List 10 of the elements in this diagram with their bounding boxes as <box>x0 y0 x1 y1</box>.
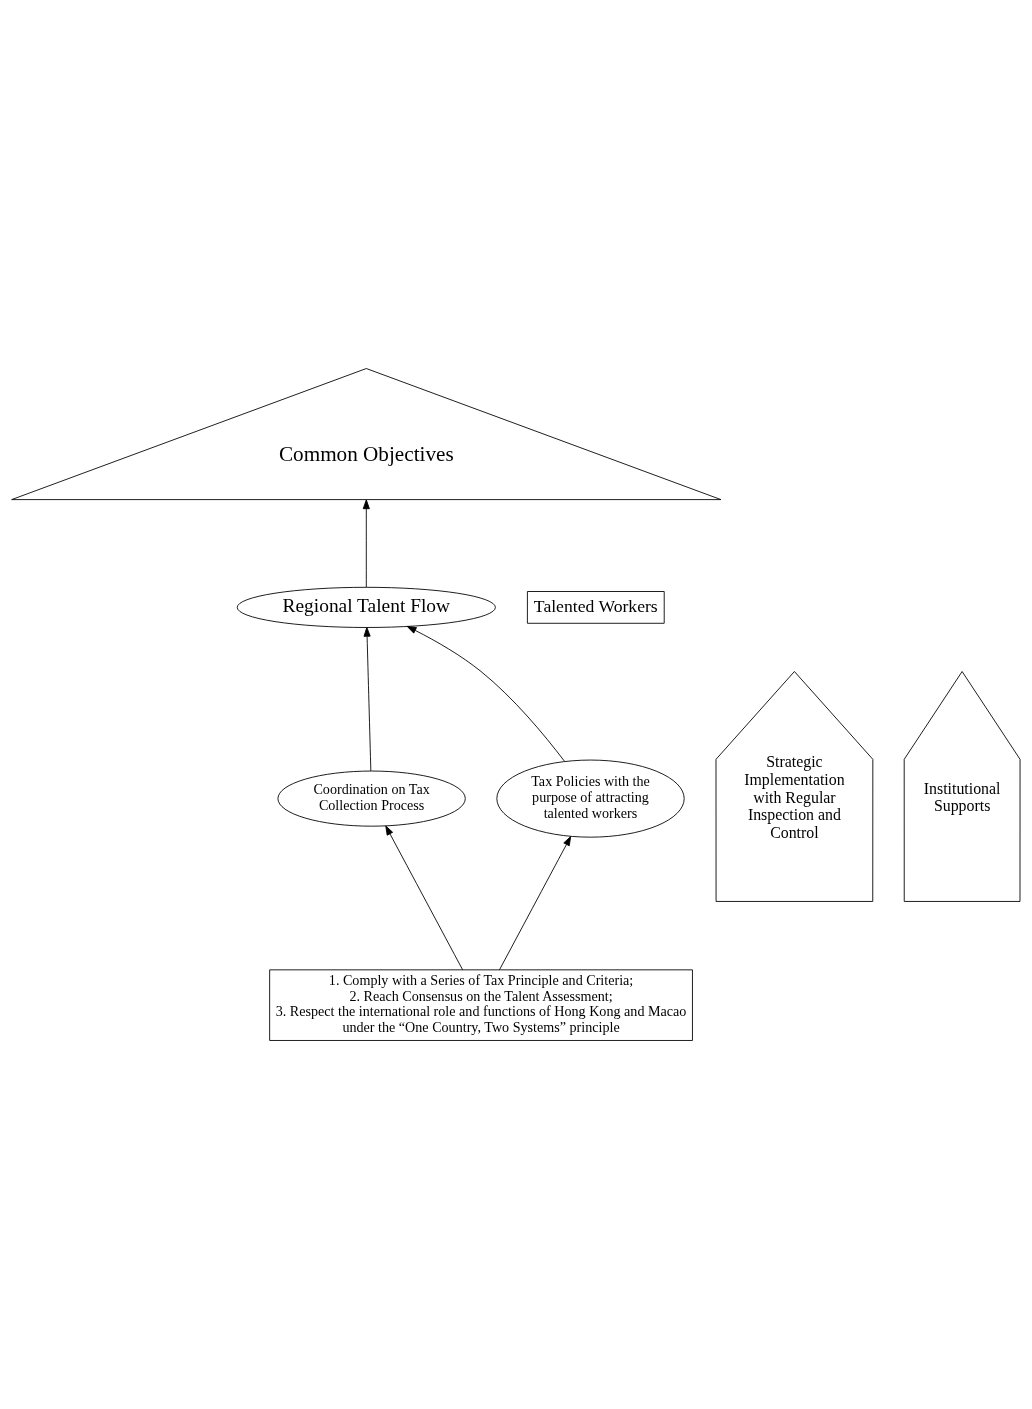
node-box: 1. Comply with a Series of Tax Principle and Criteria; 2. Reach Consensus on the Talent Assessment; 3. Respect the international role and functions of Hong Kong and Macao under the “One Country, Two Systems” principle <box>269 969 693 1041</box>
node-ellipse: Regional Talent Flow <box>236 586 496 628</box>
arrow <box>363 626 372 772</box>
arrow <box>385 825 464 971</box>
arrow <box>406 626 565 762</box>
node-box: Talented Workers <box>526 591 665 624</box>
arrow <box>499 836 572 971</box>
node-ellipse: Coordination on Tax Collection Process <box>277 770 466 827</box>
arrow <box>362 499 370 588</box>
node-ellipse: Tax Policies with the purpose of attracting talented workers <box>496 759 685 838</box>
